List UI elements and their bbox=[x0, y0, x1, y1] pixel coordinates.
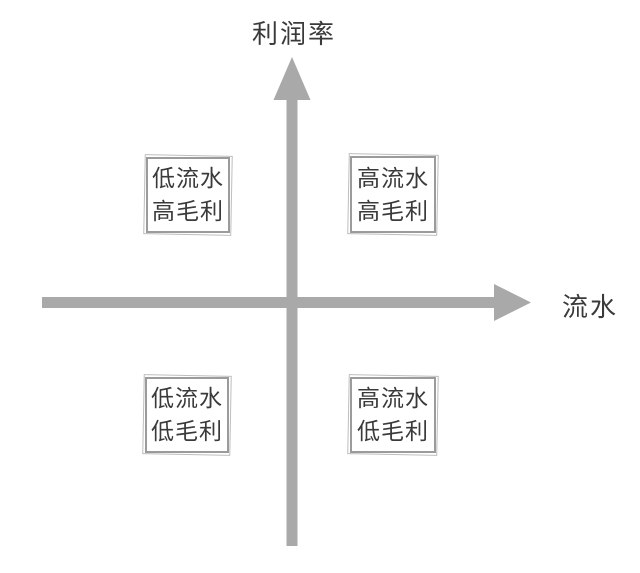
x-axis-label: 流水 bbox=[562, 292, 619, 322]
quadrant-label-line1: 高流水 bbox=[357, 164, 429, 191]
quadrant-label-line2: 低毛利 bbox=[357, 418, 429, 444]
up-arrow-icon bbox=[273, 57, 311, 546]
quadrant-box-bottom-right: 高流水 低毛利 bbox=[350, 377, 436, 453]
quadrant-label-line2: 低毛利 bbox=[151, 418, 223, 444]
quadrant-label-line2: 高毛利 bbox=[357, 197, 429, 224]
y-axis-label: 利润率 bbox=[252, 19, 337, 49]
quadrant-label-line2: 高毛利 bbox=[152, 198, 224, 224]
quadrant-label-line1: 低流水 bbox=[152, 165, 224, 191]
quadrant-label-line1: 低流水 bbox=[151, 385, 223, 411]
quadrant-label-line1: 高流水 bbox=[357, 385, 429, 411]
quadrant-box-top-right: 高流水 高毛利 bbox=[350, 156, 436, 233]
quadrant-box-bottom-left: 低流水 低毛利 bbox=[145, 377, 229, 453]
quadrant-box-top-left: 低流水 高毛利 bbox=[146, 157, 230, 233]
right-arrow-icon bbox=[42, 284, 531, 321]
